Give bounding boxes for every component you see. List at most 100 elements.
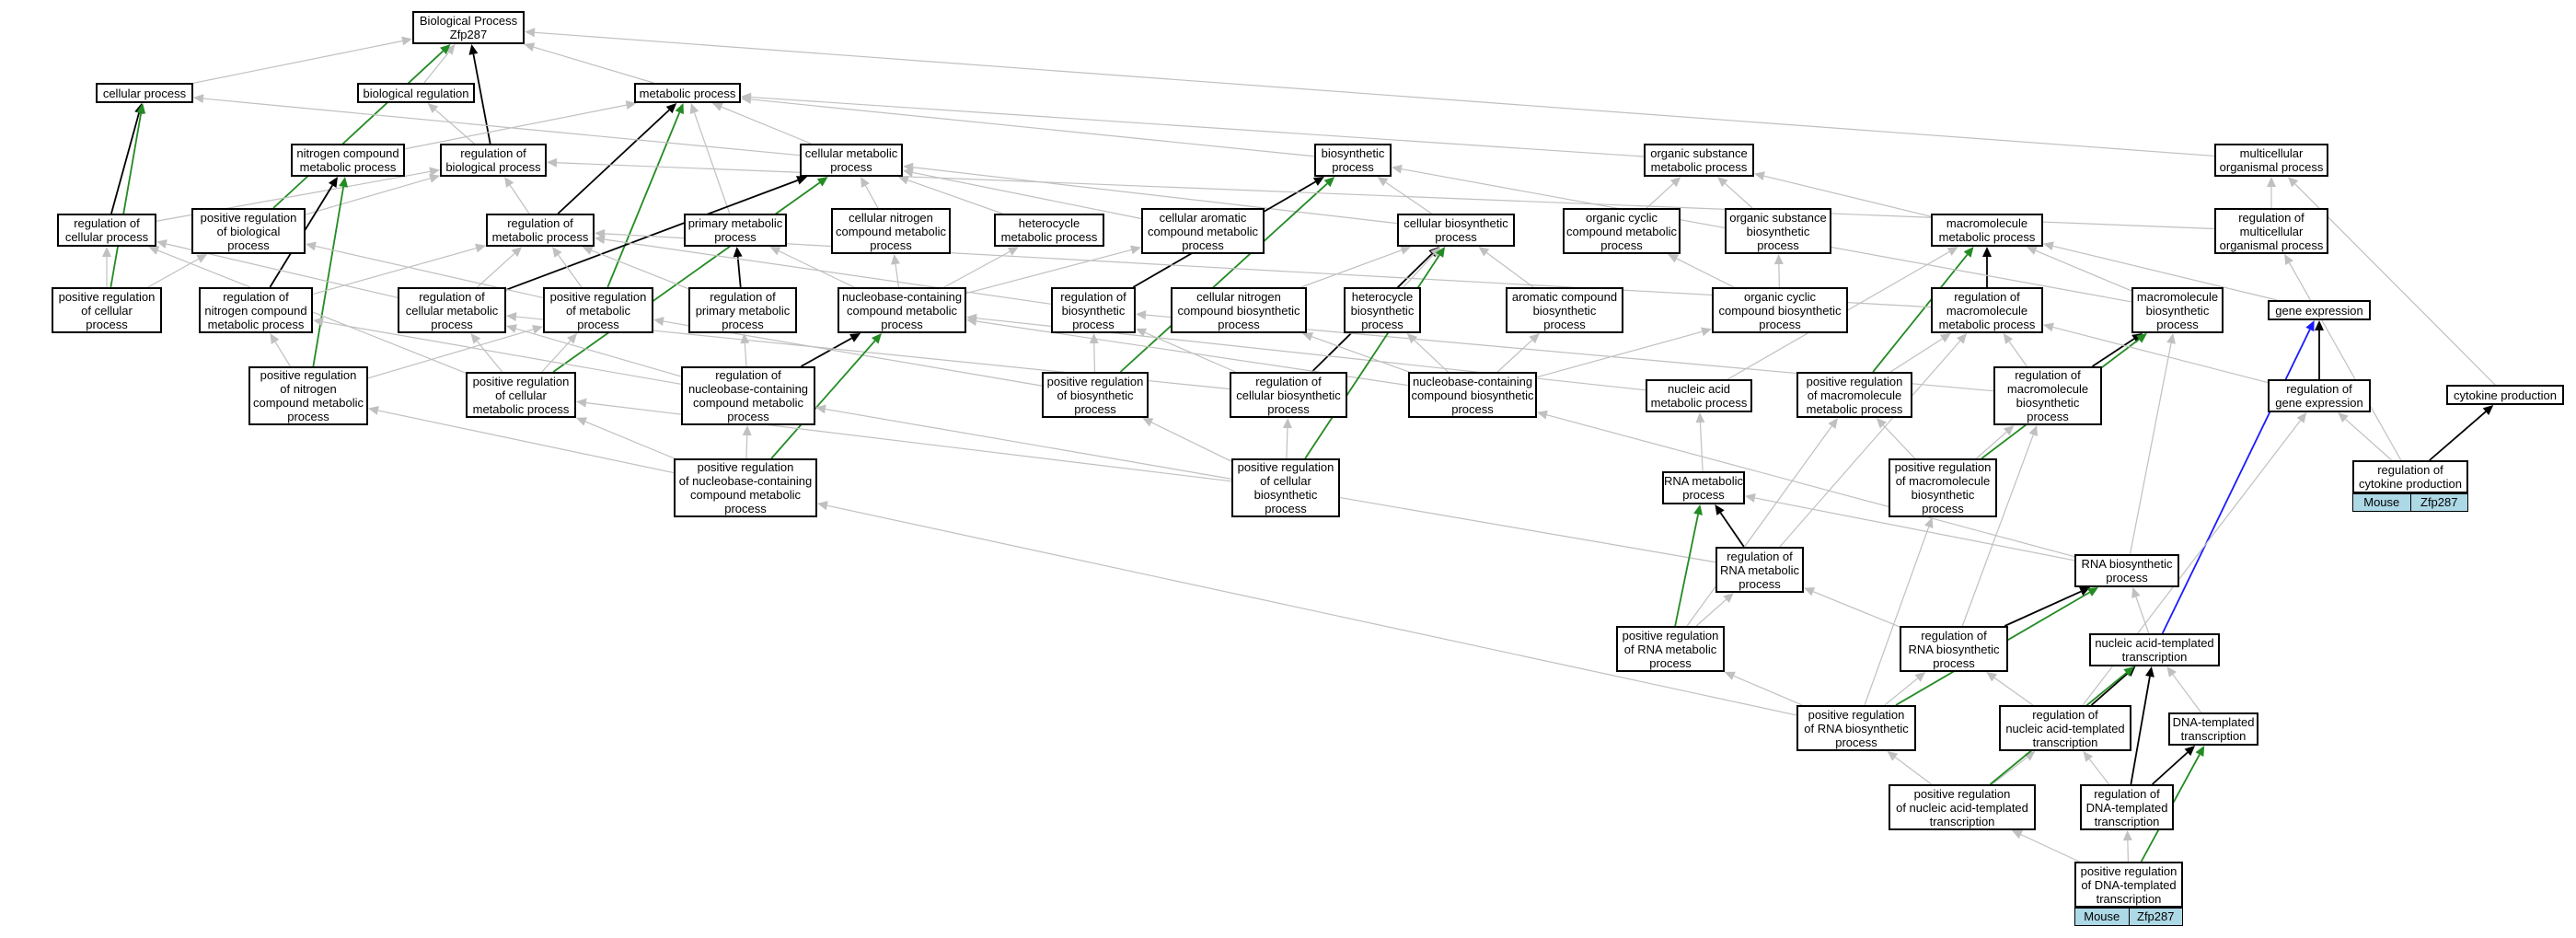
node-label-line: macromolecule <box>2136 289 2219 304</box>
node-label-line: process <box>431 317 473 331</box>
node-biological-regulation[interactable]: biological regulation <box>357 83 475 103</box>
node-label-line: process <box>1182 237 1224 252</box>
edge-part_of <box>2152 751 2189 785</box>
edge-arrowhead <box>504 177 514 188</box>
node-label-line: process <box>2027 410 2069 423</box>
node-gene-expression[interactable]: gene expression <box>2268 300 2371 320</box>
node-label-line: of DNA-templated <box>2081 877 2177 892</box>
node-label-line: metabolic process <box>472 401 570 416</box>
node-label-line: process <box>1218 317 1260 331</box>
edge-arrowhead <box>742 425 752 436</box>
node-cytokine-production[interactable]: cytokine production <box>2446 385 2564 405</box>
edge-is_a <box>1414 340 1449 373</box>
node-label-line: process <box>1600 237 1643 252</box>
node-label-line: positive regulation <box>200 210 297 225</box>
node-cellular-process[interactable]: cellular process <box>96 83 193 103</box>
node-label-line: of macromolecule <box>1895 474 1991 488</box>
edge-is_a <box>1695 598 1727 627</box>
node-label-line: DNA-templated <box>2085 800 2168 815</box>
edge-is_a <box>1882 424 1916 459</box>
node-label-line: gene expression <box>2275 396 2363 410</box>
node-metabolic-process[interactable]: metabolic process <box>634 83 741 103</box>
edge-positively_regulates <box>770 340 876 459</box>
edge-arrowhead <box>733 247 743 258</box>
node-label-line: process <box>1933 655 1975 670</box>
edge-arrowhead <box>2087 587 2099 596</box>
node-label-line: nucleobase-containing <box>841 289 963 304</box>
edge-arrowhead <box>1435 247 1446 258</box>
node-label-line: positive regulation <box>1622 628 1719 643</box>
node-label-line: cellular biosynthetic <box>1236 388 1341 402</box>
edge-arrowhead <box>897 175 909 185</box>
node-label-line: RNA metabolic <box>1664 474 1743 488</box>
edge-arrowhead <box>468 44 479 55</box>
edge-arrowhead <box>2079 586 2091 596</box>
node-label-line: of macromolecule <box>1807 388 1902 402</box>
node-label-line: regulation of <box>1727 549 1793 563</box>
node-label-line: metabolic process <box>639 86 736 100</box>
edge-is_a <box>2135 596 2150 634</box>
edge-is_a <box>1993 677 2034 706</box>
tag-gene: Zfp287 <box>2128 909 2182 925</box>
edge-arrowhead <box>1914 672 1926 682</box>
